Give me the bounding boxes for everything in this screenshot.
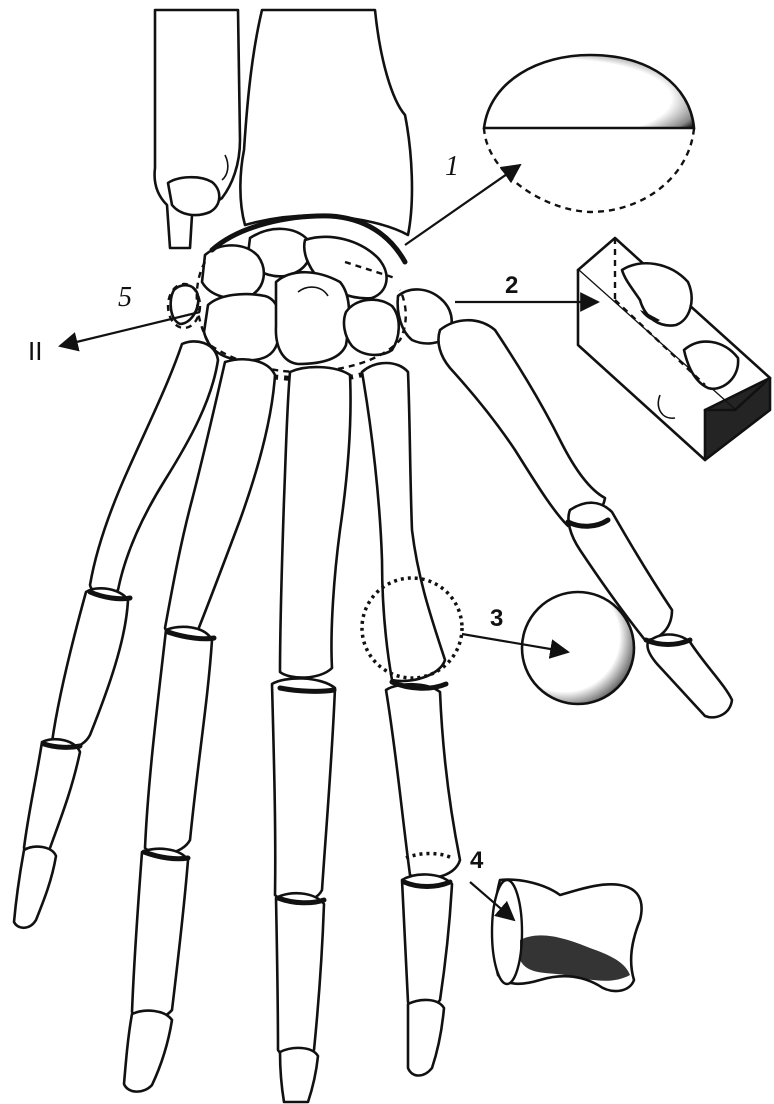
ellipsoid-dome <box>484 55 694 128</box>
proximal-phalanx-3 <box>272 678 335 902</box>
metacarpal-3 <box>280 367 351 678</box>
distal-phalanges <box>14 635 732 1103</box>
arrow-II <box>60 312 200 346</box>
middle-phalanx-5 <box>24 739 80 854</box>
label-5: 5 <box>118 282 132 313</box>
distal-phalanx-3 <box>280 1048 318 1102</box>
middle-phalanx-4 <box>132 849 188 1020</box>
label-4: 4 <box>470 847 484 874</box>
proximal-phalanx-4 <box>145 627 212 854</box>
label-II: II <box>28 336 42 366</box>
inset-hinge-joint <box>492 880 642 991</box>
inset-saddle-joint <box>578 238 770 460</box>
ulna-head <box>168 177 219 215</box>
forearm-bones <box>155 10 412 248</box>
distal-phalanx-2 <box>408 1000 444 1076</box>
triquetrum <box>202 245 264 298</box>
proximal-phalanx-5 <box>52 588 128 748</box>
label-3: 3 <box>490 605 503 632</box>
distal-phalanx-4 <box>124 1011 172 1092</box>
proximal-phalanx-2 <box>386 684 460 878</box>
label-2: 2 <box>505 272 518 299</box>
middle-phalanx-2 <box>402 874 452 1008</box>
radius <box>240 10 412 235</box>
distal-phalanx-1 <box>647 635 732 718</box>
capitate <box>276 272 349 364</box>
arrow-1 <box>405 165 520 245</box>
metacarpal-1 <box>438 320 605 526</box>
trapezoid <box>344 300 399 355</box>
metacarpal-2 <box>362 363 445 681</box>
middle-phalanx-3 <box>276 893 324 1059</box>
middle-phalanges <box>24 739 452 1059</box>
distal-phalanx-5 <box>14 847 56 928</box>
label-1: 1 <box>445 151 459 182</box>
inset-ellipsoid-joint <box>484 55 694 212</box>
